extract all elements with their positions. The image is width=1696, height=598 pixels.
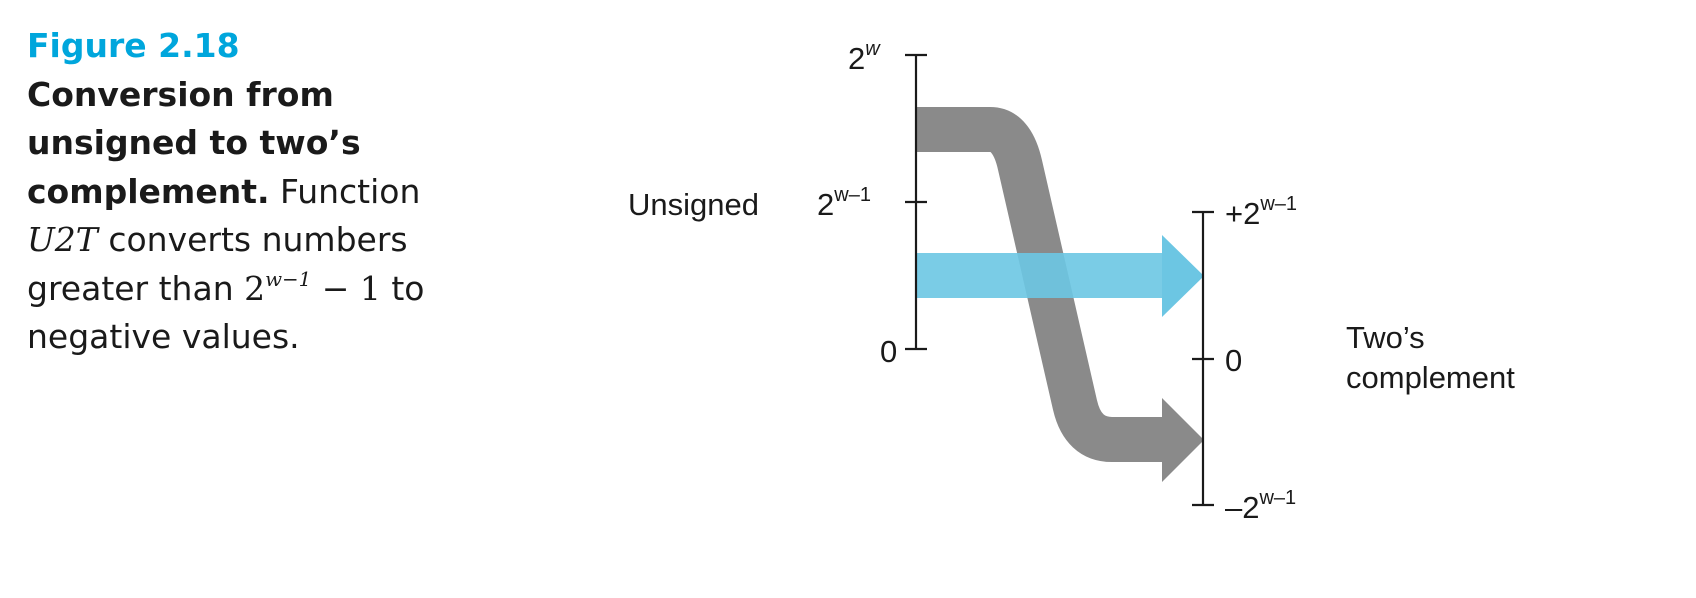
unsigned-label: Unsigned bbox=[628, 187, 759, 222]
caption-text: greater than bbox=[27, 268, 234, 308]
tick-label-zero-right: 0 bbox=[1225, 343, 1242, 378]
caption-title-line3: complement. bbox=[27, 171, 270, 211]
tick-label-2w: 2w bbox=[848, 38, 881, 76]
tick-label-zero-left: 0 bbox=[880, 334, 897, 369]
twos-complement-label-line1: Two’s bbox=[1346, 320, 1425, 355]
tick-label-plus-2w-1: +2w–1 bbox=[1225, 193, 1297, 231]
positive-arrowhead bbox=[1162, 235, 1204, 317]
tick-label-minus-2w-1: –2w–1 bbox=[1225, 487, 1296, 525]
unsigned-axis bbox=[905, 53, 927, 351]
figure-caption: Figure 2.18 Conversion from unsigned to … bbox=[27, 22, 467, 362]
caption-title-line1: Conversion from bbox=[27, 74, 334, 114]
caption-text: to bbox=[391, 268, 425, 308]
math-rest: − 1 bbox=[321, 268, 381, 308]
caption-title-line2: unsigned to two’s bbox=[27, 123, 361, 162]
negative-arrowhead bbox=[1162, 398, 1204, 482]
figure-label: Figure 2.18 bbox=[27, 26, 240, 65]
math-expression: 2w−1 − 1 bbox=[244, 269, 381, 308]
caption-text: Function bbox=[280, 171, 421, 211]
twos-complement-label-line2: complement bbox=[1346, 360, 1515, 395]
positive-mapping-band bbox=[916, 253, 1163, 298]
math-base: 2 bbox=[244, 268, 266, 308]
tick-label-2w-1: 2w–1 bbox=[817, 184, 871, 222]
math-exponent: w−1 bbox=[265, 267, 312, 291]
twos-complement-axis bbox=[1192, 210, 1214, 507]
caption-text: converts numbers bbox=[108, 220, 408, 259]
function-name: U2T bbox=[27, 220, 98, 259]
caption-text: negative values. bbox=[27, 317, 300, 356]
